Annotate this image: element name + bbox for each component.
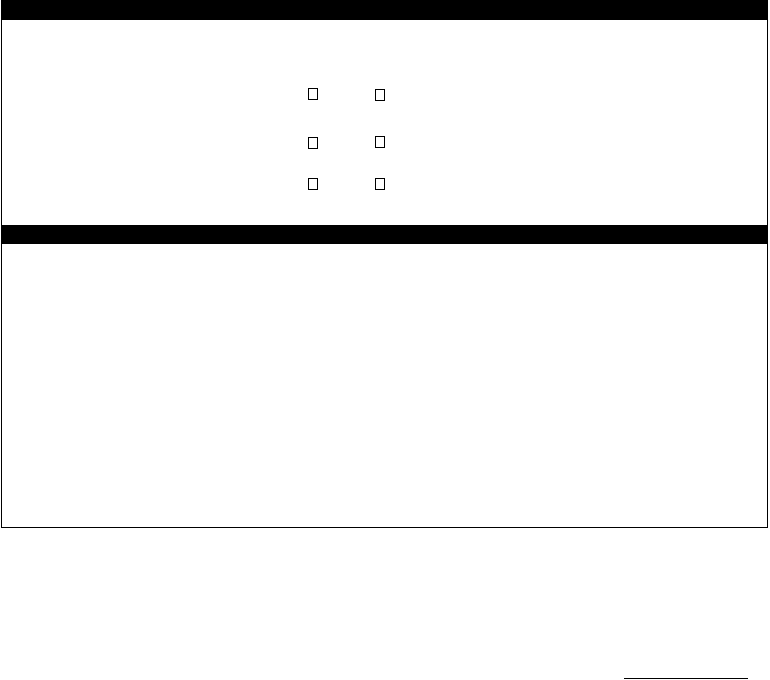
checkbox-row2-col2[interactable] [375,136,385,148]
checkbox-row1-col1[interactable] [308,88,318,100]
checkbox-row2-col1[interactable] [308,137,318,149]
section-header-bar-2 [1,225,767,244]
checkbox-row1-col2[interactable] [375,89,385,101]
checkbox-row3-col2[interactable] [375,178,385,190]
section-header-bar-1 [1,0,767,20]
checkbox-row3-col1[interactable] [308,178,318,190]
signature-line [624,678,748,679]
form-frame [1,0,768,528]
